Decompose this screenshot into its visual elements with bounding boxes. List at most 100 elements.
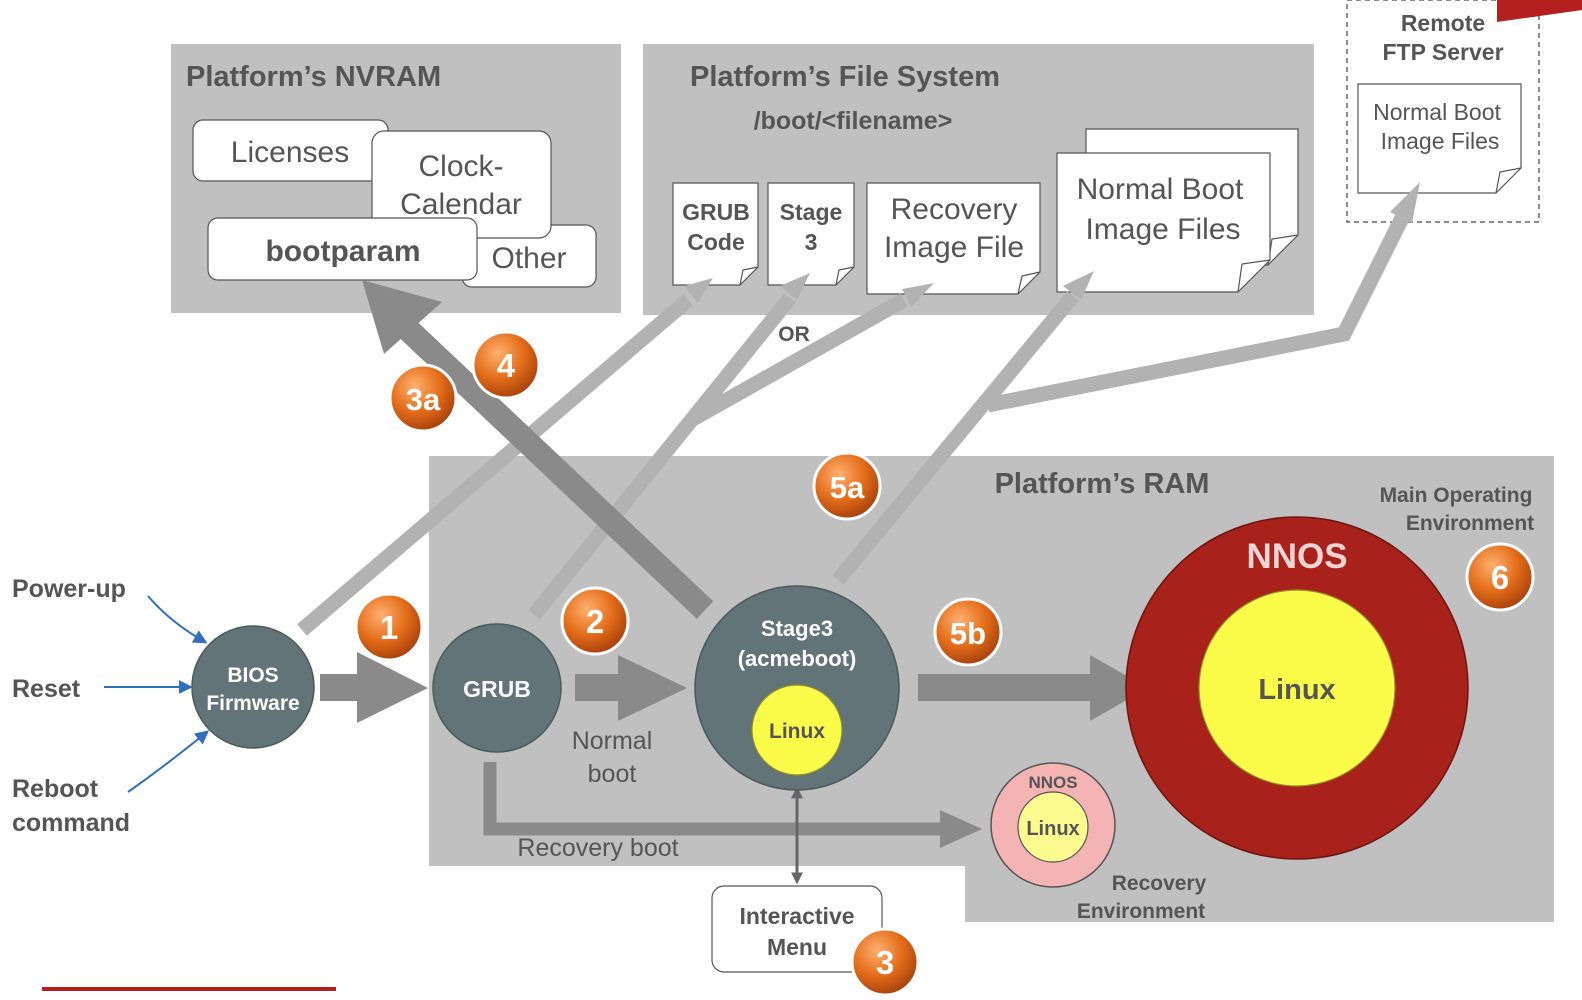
stage3-to-bootparam-arrowhead: [362, 280, 442, 354]
filesystem-title: Platform’s File System: [690, 61, 1000, 93]
nnos-linux-node: [1198, 589, 1396, 787]
reboot-label-2: command: [12, 809, 130, 837]
ftp-title-1: Remote: [1401, 10, 1485, 36]
badge-5b-circle: [933, 597, 1003, 667]
nnos-linux-label: Linux: [1258, 674, 1335, 706]
grub-to-stage3-file-arrow: [528, 293, 796, 620]
normal-boot-label-1: Normal Boot: [1077, 173, 1244, 206]
stage3-file-fold: [835, 266, 855, 286]
stage3-to-normal-boot-arrow: [832, 291, 1079, 585]
bootparam-box: [207, 217, 478, 281]
recovery-file-label-1: Recovery: [891, 193, 1018, 226]
badge-3-circle: [850, 927, 920, 997]
stage3-file-label-1: Stage: [780, 199, 843, 225]
badge-4-circle: [471, 330, 541, 400]
stage3-linux-node: [751, 684, 843, 776]
step-badge-3a: 3a: [388, 363, 458, 433]
grub-file-fold: [739, 266, 759, 286]
clock-label-2: Calendar: [400, 188, 522, 221]
recovery-nnos-label: NNOS: [1028, 773, 1077, 792]
or-branch-arrowhead: [902, 283, 934, 307]
recovery-file-label-2: Image File: [884, 231, 1024, 264]
stage3-to-normal-boot-arrowhead: [1063, 271, 1094, 300]
recovery-linux-node: [1017, 791, 1089, 863]
ftp-file-fold: [1495, 167, 1522, 194]
stage3-file-label-2: 3: [805, 229, 818, 255]
bios-label-2: Firmware: [206, 692, 299, 715]
step-badge-6: 6: [1465, 542, 1535, 612]
badge-6-label: 6: [1491, 559, 1509, 596]
recovery-boot-edge-label: Recovery boot: [517, 834, 678, 862]
recovery-linux-label: Linux: [1026, 818, 1079, 840]
grub-to-stage3-arrow: [575, 655, 687, 721]
interactive-menu-label-1: Interactive: [739, 903, 854, 929]
badge-3-label: 3: [876, 944, 894, 981]
normal-boot-file: [1056, 152, 1271, 293]
normal-boot-label-2: Image Files: [1085, 213, 1240, 246]
badge-2-label: 2: [586, 603, 604, 640]
ram-title: Platform’s RAM: [995, 468, 1210, 500]
badge-2-circle: [560, 586, 630, 656]
stage3-node-label-1: Stage3: [761, 616, 833, 641]
recovery-image-file: [866, 182, 1041, 295]
bios-label-1: BIOS: [227, 664, 278, 687]
interactive-menu-label-2: Menu: [767, 934, 827, 960]
badge-5a-label: 5a: [830, 470, 865, 505]
grub-code-label-2: Code: [687, 229, 745, 255]
step-badge-2: 2: [560, 586, 630, 656]
stage3-file: [767, 182, 855, 286]
ftp-normal-boot-file: [1357, 83, 1522, 194]
badge-5a-circle: [812, 451, 882, 521]
step-badge-4: 4: [471, 330, 541, 400]
badge-1-label: 1: [380, 609, 398, 646]
main-env-label-1: Main Operating: [1380, 484, 1533, 507]
ftp-file-label-2: Image Files: [1381, 128, 1500, 154]
nnos-label: NNOS: [1246, 537, 1347, 576]
bios-to-grub-code-arrowhead: [684, 278, 713, 303]
badge-6-circle: [1465, 542, 1535, 612]
main-env-label-2: Environment: [1406, 512, 1534, 535]
badge-5b-label: 5b: [950, 616, 986, 651]
grub-code-label-1: GRUB: [682, 199, 750, 225]
grub-to-stage3-file-arrowhead: [780, 273, 810, 300]
ftp-branch-arrow: [986, 214, 1409, 413]
reboot-label-1: Reboot: [12, 775, 99, 803]
grub-node: [432, 623, 562, 753]
step-badge-3: 3: [850, 927, 920, 997]
ftp-branch-arrowhead: [1390, 182, 1420, 223]
reboot-arrow: [127, 730, 210, 793]
step-badge-5a: 5a: [812, 451, 882, 521]
step-badge-5b: 5b: [933, 597, 1003, 667]
recovery-boot-arrowhead: [940, 810, 982, 848]
or-label: OR: [778, 323, 810, 346]
badge-3a-circle: [388, 363, 458, 433]
fetch-arrows: [297, 182, 1420, 636]
bios-to-grub-code-arrow: [297, 294, 693, 636]
step-badge-1: 1: [354, 592, 424, 662]
stage3-to-bootparam-arrow: [389, 311, 714, 619]
powerup-arrow: [147, 595, 208, 644]
bootparam-label: bootparam: [265, 235, 420, 268]
recovery-file-fold: [1017, 271, 1041, 295]
reset-label: Reset: [12, 675, 81, 703]
bios-firmware-node: [191, 625, 315, 749]
powerup-label: Power-up: [12, 575, 126, 603]
grub-code-file: [672, 182, 759, 286]
badge-1-circle: [354, 592, 424, 662]
badge-3a-label: 3a: [406, 382, 441, 417]
badge-4-label: 4: [497, 347, 516, 384]
normal-boot-fold: [1237, 259, 1271, 293]
stage3-linux-label: Linux: [769, 720, 825, 743]
normal-boot-edge-label-2: boot: [588, 760, 637, 788]
licenses-label: Licenses: [231, 136, 349, 169]
nvram-title: Platform’s NVRAM: [186, 61, 441, 93]
recovery-env-label-2: Environment: [1077, 900, 1205, 923]
or-branch-arrow: [689, 293, 908, 426]
footer-accent-line: [42, 987, 336, 991]
ftp-title-2: FTP Server: [1382, 39, 1503, 65]
stage3-to-nnos-arrow: [918, 655, 1148, 721]
clock-label-1: Clock-: [418, 150, 503, 183]
normal-boot-edge-label-1: Normal: [572, 727, 653, 755]
other-label: Other: [491, 242, 566, 275]
